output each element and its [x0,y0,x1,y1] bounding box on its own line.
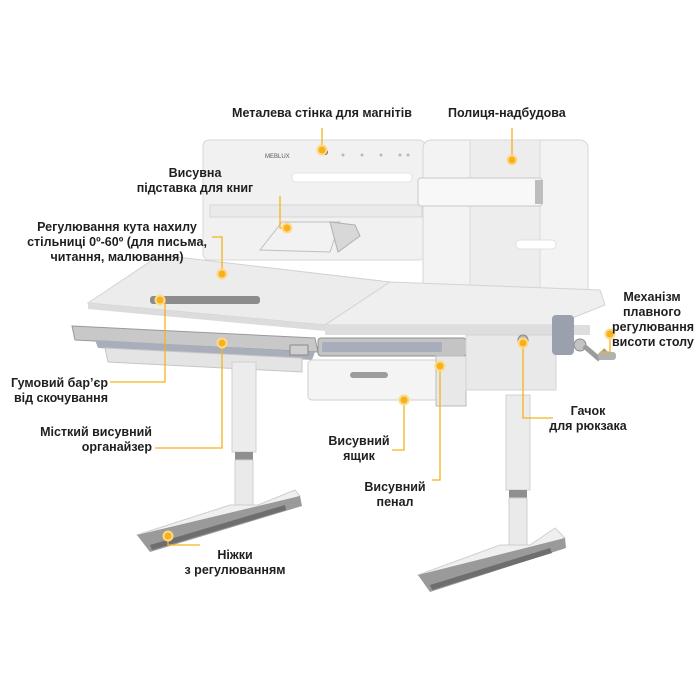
label-hook-line2: для рюкзака [549,419,627,433]
label-pencil-case: Висувний пенал [358,480,432,510]
label-magnet-wall: Металева стінка для магнітів [232,106,412,121]
label-height-mech: Механізм плавного регулювання висоти сто… [612,290,695,350]
dot-rubber-barrier [154,294,166,306]
dot-magnet-wall [316,144,328,156]
label-pencil-case-line2: пенал [376,495,414,509]
label-magnet-wall-line1: Металева стінка для магнітів [232,106,412,120]
label-tilt-line2: стільниці 0º-60º (для письма, [27,235,207,249]
label-rubber-barrier-line1: Гумовий бар’єр [11,376,108,390]
label-shelf-top-line1: Полиця-надбудова [448,106,566,120]
label-hook: Гачок для рюкзака [548,404,628,434]
organizer-drawer [71,325,319,373]
dot-drawer [398,394,410,406]
label-height-mech-line4: висоти столу [612,335,694,349]
label-legs-line1: Ніжки [217,548,253,562]
brand-logo: MEBLUX [265,154,290,160]
dot-legs [162,530,174,542]
dot-pencil-case [434,360,446,372]
dot-height-mech [604,328,616,340]
dot-tilt [216,268,228,280]
label-book-stand: Висувна підставка для книг [110,166,280,196]
dot-hook [517,337,529,349]
label-drawer-line2: ящик [343,449,375,463]
label-tilt: Регулювання кута нахилу стільниці 0º-60º… [18,220,216,265]
label-rubber-barrier: Гумовий бар’єр від скочування [0,376,108,406]
label-legs: Ніжки з регулюванням [180,548,290,578]
label-tilt-line3: читання, малювання) [50,250,184,264]
label-hook-line1: Гачок [570,404,606,418]
dot-shelf-top [506,154,518,166]
callout-dots [154,144,616,542]
dot-organizer [216,337,228,349]
label-height-mech-line2: плавного [623,305,681,319]
label-drawer: Висувний ящик [322,434,396,464]
label-book-stand-line2: підставка для книг [136,181,254,195]
drawer-box [307,355,467,407]
label-height-mech-line3: регулювання [612,320,695,334]
label-organizer-line2: органайзер [81,440,152,454]
label-height-mech-line1: Механізм [623,290,681,304]
dot-book-stand [281,222,293,234]
height-crank [552,315,616,362]
hutch-shelf [209,204,423,218]
label-organizer: Місткий висувний органайзер [30,425,152,455]
label-drawer-line1: Висувний [328,434,390,448]
label-pencil-case-line1: Висувний [364,480,426,494]
label-shelf-top: Полиця-надбудова [448,106,566,121]
left-leg [135,361,302,552]
label-book-stand-line1: Висувна [168,166,222,180]
right-leg [416,394,566,592]
label-legs-line2: з регулюванням [184,563,286,577]
rubber-barrier [150,296,260,304]
label-tilt-line1: Регулювання кута нахилу [37,220,197,234]
pencil-case [317,337,467,357]
label-rubber-barrier-line2: від скочування [13,391,108,405]
label-organizer-line1: Місткий висувний [40,425,152,439]
book-stand [258,221,361,253]
